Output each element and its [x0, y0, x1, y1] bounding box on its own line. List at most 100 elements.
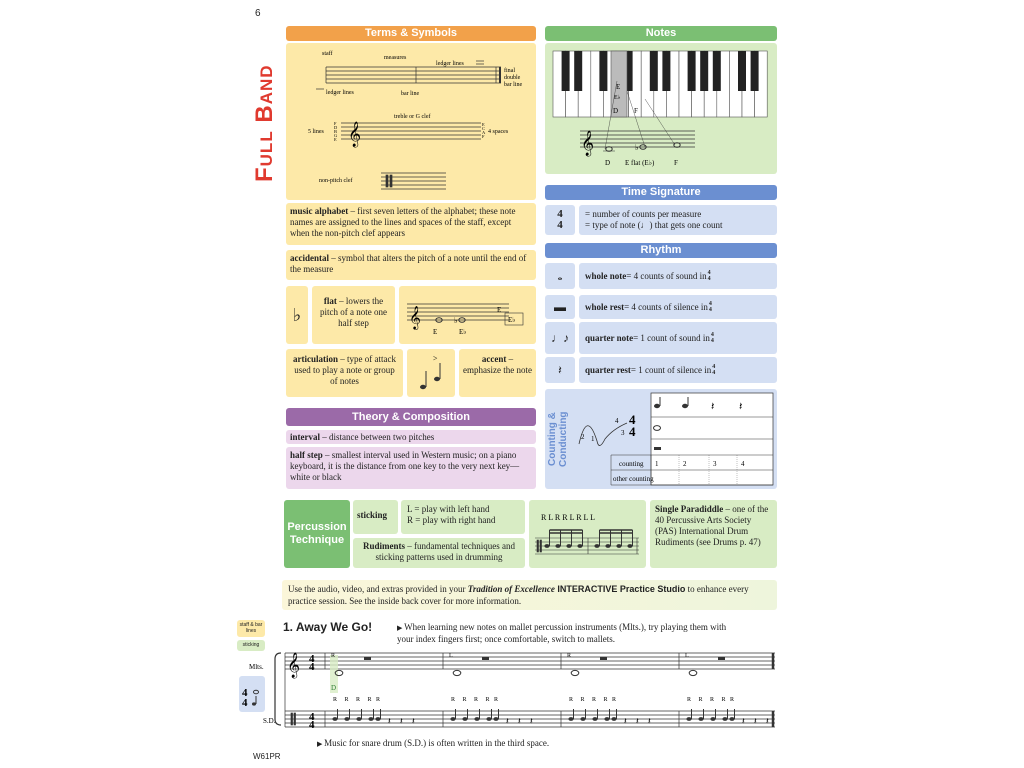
accent-mark-icon: > — [433, 354, 438, 363]
piano-black-key — [738, 51, 746, 91]
time-signature-header: Time Signature — [545, 185, 777, 200]
note-eflat-label: E flat (E♭) — [625, 159, 655, 167]
non-pitch-clef-label: non-pitch clef — [319, 177, 353, 184]
quarter-note — [462, 717, 468, 721]
rhythm-def-text: = 1 count of sound in — [633, 332, 710, 343]
promo-bold: INTERACTIVE Practice Studio — [554, 584, 686, 594]
interval-term: interval — [290, 432, 320, 442]
flat-example-box: 𝄞 ♭ E E♭ E E♭ — [399, 286, 536, 344]
whole-rest-icon — [654, 447, 661, 450]
ts-line1: = number of counts per measure — [585, 209, 702, 219]
sticking-def-box: L = play with left hand R = play with ri… — [401, 500, 525, 534]
quarter-rest-icon: 𝄽 — [739, 401, 742, 413]
articulation-box: articulation – type of attack used to pl… — [286, 349, 403, 397]
flat-note-e: E — [433, 328, 437, 336]
staff-label: staff — [322, 50, 333, 57]
flat-def: – lowers the pitch of a note one half st… — [320, 296, 387, 328]
space-letter: A — [482, 130, 486, 135]
sixteenth-note — [555, 544, 561, 548]
accent-def: – emphasize the note — [463, 354, 532, 375]
treble-clef-icon: 𝄞 — [409, 307, 421, 330]
space-letter: C — [482, 126, 485, 131]
quarter-rest: 𝄽 — [742, 716, 745, 726]
quarter-note — [604, 717, 610, 721]
counting-ts-bottom: 4 — [629, 424, 636, 439]
quarter-note — [493, 717, 499, 721]
key-eb-highlight — [610, 50, 628, 118]
flat-icon: ♭ — [635, 143, 639, 152]
quarter-rest: 𝄽 — [388, 716, 391, 726]
book-page: 6 Full Band Terms & Symbols staff measur… — [225, 0, 780, 768]
paradiddle-box: R L R R L R L L — [529, 500, 646, 568]
rhythm-term: whole note — [585, 270, 627, 281]
note-reference-icon: 4 4 — [242, 687, 259, 709]
whole-rest-icon: ▬ — [554, 299, 566, 314]
quarter-note — [580, 717, 586, 721]
quarter-rest: 𝄽 — [530, 716, 533, 726]
mallet-sticking: L — [449, 653, 453, 659]
five-lines-label: 5 lines — [308, 129, 324, 135]
paradiddle-sticking: R L R R L R L L — [541, 513, 595, 522]
key-f-label: F — [634, 107, 638, 115]
paradiddle-def: – one of the 40 Percussive Arts Society … — [655, 504, 769, 547]
barline-label: bar line — [401, 91, 419, 97]
exercise-footnote: ▶ Music for snare drum (S.D.) is often w… — [317, 738, 550, 748]
piano-black-key — [750, 51, 759, 91]
paradiddle-staff: R L R R L R L L — [535, 513, 639, 555]
line-letter: F — [334, 121, 337, 126]
quarter-rest: 𝄽 — [648, 716, 651, 726]
terms-panel: staff measures ledger lines ledger lines… — [286, 43, 536, 200]
music-alphabet-box: music alphabet – first seven letters of … — [286, 203, 536, 245]
accent-term: accent — [481, 354, 507, 364]
whole-rest — [482, 657, 489, 660]
sixteenth-note — [577, 544, 583, 548]
quarter-rest: 𝄽 — [412, 716, 415, 726]
treble-clef-label: treble or G clef — [394, 113, 430, 120]
quarter-note — [474, 717, 480, 721]
counting-panel: Counting & Conducting 4 2 1 3 4 4 𝄽 𝄽 — [545, 389, 777, 489]
terms-diagram: staff measures ledger lines ledger lines… — [308, 50, 522, 190]
sticking-r-def: R = play with right hand — [407, 515, 496, 525]
whole-note — [452, 669, 462, 677]
sixteenth-note — [605, 544, 611, 548]
quarter-note — [486, 717, 492, 721]
other-counting-row-label: other counting — [613, 475, 654, 483]
quarter-note — [344, 717, 350, 721]
piano-black-key — [574, 51, 583, 91]
sd-sticking: R R R R — [687, 697, 726, 703]
percussion-header: Percussion Technique — [284, 500, 350, 568]
flat-def-box: flat – lowers the pitch of a note one ha… — [312, 286, 395, 344]
accent-box: accent – emphasize the note — [459, 349, 536, 397]
key-d-label: D — [613, 107, 618, 115]
piano-black-key — [649, 51, 658, 91]
flat-note-eb: E♭ — [459, 328, 467, 336]
quarter-rest: 𝄽 — [624, 716, 627, 726]
rhythm-header: Rhythm — [545, 243, 777, 258]
mlts-label: Mlts. — [249, 663, 264, 671]
flat-term: flat — [323, 296, 337, 306]
note-reference-box: 4 4 — [239, 676, 265, 712]
quarter-note — [375, 717, 381, 721]
rudiments-term: Rudiments — [363, 541, 406, 551]
whole-note — [688, 669, 698, 677]
quarter-note — [450, 717, 456, 721]
quarter-note — [729, 717, 735, 721]
flat-key-eb: E♭ — [508, 316, 516, 324]
quarter-note — [686, 717, 692, 721]
play-arrow-icon: ▶ — [317, 740, 325, 748]
treble-clef-icon: 𝄞 — [581, 130, 594, 156]
interval-def: – distance between two pitches — [320, 432, 435, 442]
line-letter: E — [334, 137, 337, 142]
treble-clef-icon: 𝄞 — [287, 652, 300, 678]
ts-bottom: 4 — [557, 219, 563, 231]
line-letter: B — [334, 129, 337, 134]
keyboard-diagram: E E♭ D F 𝄞 ♭ D E flat (E♭) F — [552, 50, 768, 167]
quarter-note — [592, 717, 598, 721]
accidental-def: – symbol that alters the pitch of a note… — [290, 253, 527, 274]
line-letter: D — [334, 125, 338, 130]
final-bar-3: bar line — [504, 82, 522, 88]
svg-text:4: 4 — [309, 653, 315, 665]
flat-example-staff: 𝄞 ♭ E E♭ E E♭ — [407, 303, 524, 336]
